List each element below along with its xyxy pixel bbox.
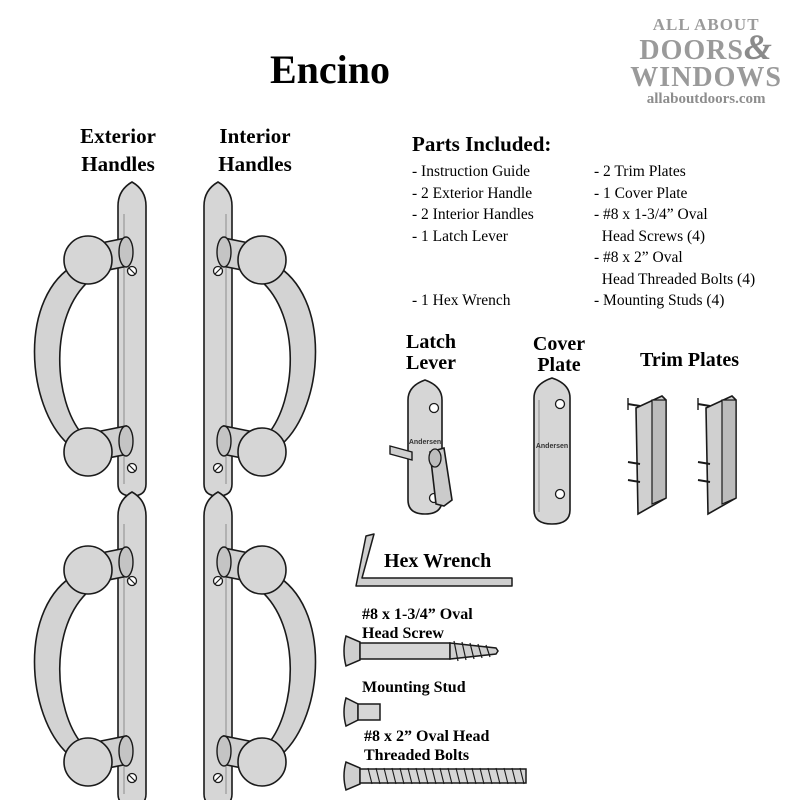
exterior-heading-line1: Exterior: [80, 124, 156, 148]
brand-logo: ALL ABOUT DOORS& WINDOWS allaboutdoors.c…: [630, 16, 782, 108]
trim-plate-right: [697, 395, 737, 516]
latch-lever-heading: Latch Lever: [396, 332, 466, 374]
part-item: - 2 Exterior Handle: [412, 184, 533, 202]
parts-list-right: - 2 Trim Plates - 1 Cover Plate - #8 x 1…: [594, 161, 755, 312]
mounting-stud-illustration: [343, 696, 381, 728]
oval-screw-line1: #8 x 1-3/4” Oval: [362, 606, 473, 623]
cover-plate-line2: Plate: [537, 354, 581, 376]
part-item: - 1 Hex Wrench: [412, 292, 511, 309]
cover-plate-heading: Cover Plate: [520, 334, 598, 376]
threaded-bolts-line2: Threaded Bolts: [364, 747, 470, 764]
part-item: - #8 x 2” Oval: [594, 249, 683, 266]
oval-screw-line2: Head Screw: [362, 625, 444, 642]
trim-plate-left: [627, 395, 667, 516]
part-item: - 2 Interior Handles: [412, 206, 534, 223]
hex-wrench-heading: Hex Wrench: [384, 550, 492, 572]
cover-plate-line1: Cover: [532, 333, 586, 355]
part-item: - #8 x 1-3/4” Oval: [594, 206, 708, 223]
brand-url: allaboutdoors.com: [646, 91, 766, 107]
part-item: - 1 Cover Plate: [594, 184, 688, 202]
part-item: - Instruction Guide: [412, 163, 530, 180]
parts-heading: Parts Included:: [412, 132, 552, 156]
exterior-handle-bottom: [33, 491, 147, 800]
brand-line2: DOORS: [639, 35, 744, 66]
trim-plates-heading: Trim Plates: [639, 349, 740, 371]
part-item: - 2 Trim Plates: [594, 163, 686, 180]
latch-brand-mark: Andersen: [409, 439, 441, 446]
exterior-handles-heading: Exterior Handles: [58, 122, 178, 178]
interior-heading-line2: Handles: [218, 152, 292, 176]
threaded-bolt-illustration: [343, 760, 527, 792]
parts-list-left: - Instruction Guide - 2 Exterior Handle …: [412, 161, 534, 312]
exterior-handle-top: [33, 181, 147, 497]
brand-line1: ALL ABOUT: [652, 15, 760, 34]
brand-ampersand: &: [743, 27, 773, 67]
cover-brand-mark: Andersen: [536, 443, 568, 450]
latch-lever-line2: Lever: [406, 352, 456, 374]
exterior-heading-line2: Handles: [81, 152, 155, 176]
mounting-stud-heading: Mounting Stud: [362, 679, 466, 696]
part-item: Head Threaded Bolts (4): [594, 270, 756, 288]
threaded-bolts-heading: #8 x 2” Oval Head Threaded Bolts: [364, 727, 489, 765]
part-item: - Mounting Studs (4): [594, 292, 725, 309]
interior-heading-line1: Interior: [219, 124, 291, 148]
threaded-bolts-line1: #8 x 2” Oval Head: [364, 728, 490, 745]
part-item: - 1 Latch Lever: [412, 227, 508, 245]
interior-handle-bottom: [203, 491, 317, 800]
oval-screw-illustration: [343, 634, 499, 668]
brand-line3: WINDOWS: [630, 62, 782, 93]
cover-plate-illustration: Andersen: [533, 377, 571, 525]
latch-lever-line1: Latch: [406, 331, 456, 353]
interior-handles-heading: Interior Handles: [195, 122, 315, 178]
hex-wrench-illustration: [355, 533, 513, 587]
page-title: Encino: [269, 47, 391, 92]
interior-handle-top: [203, 181, 317, 497]
part-item: Head Screws (4): [594, 227, 706, 245]
oval-screw-heading: #8 x 1-3/4” Oval Head Screw: [362, 605, 473, 643]
latch-lever-illustration: Andersen: [389, 379, 453, 515]
